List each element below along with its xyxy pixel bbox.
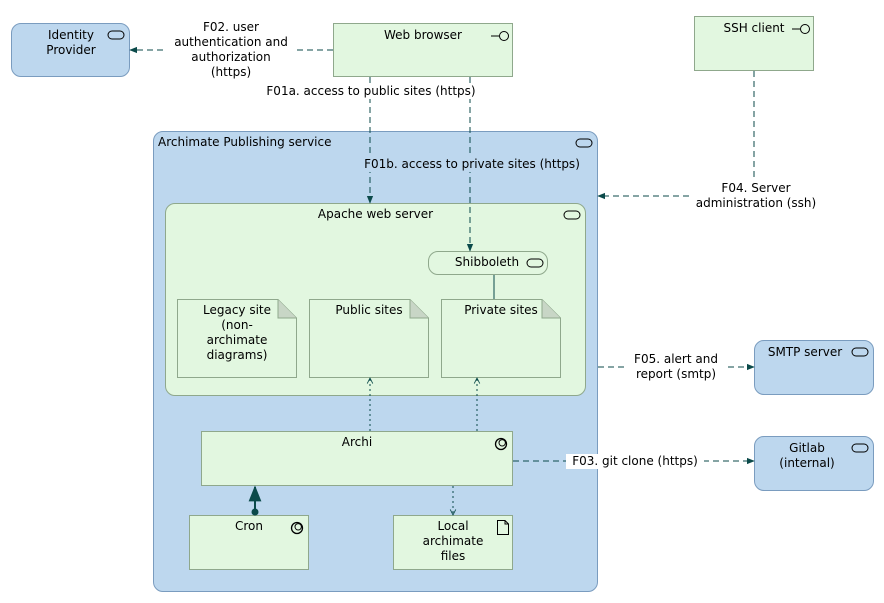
flow-f05-label: F05. alert and report (smtp) xyxy=(626,352,726,382)
flow-f02-label: F02. user authentication and authorizati… xyxy=(166,20,296,80)
gitlab-node[interactable]: Gitlab (internal) xyxy=(754,436,874,491)
cron-label: Cron xyxy=(235,519,263,533)
gitlab-label: Gitlab (internal) xyxy=(779,441,835,470)
flow-f03-label: F03. git clone (https) xyxy=(566,454,704,469)
gear-icon xyxy=(290,521,304,535)
flow-f01a-label: F01a. access to public sites (https) xyxy=(262,84,480,99)
legacy-site-node[interactable]: Legacy site (non- archimate diagrams) xyxy=(177,299,297,378)
flow-f01b-label: F01b. access to private sites (https) xyxy=(359,157,585,172)
publishing-service-label: Archimate Publishing service xyxy=(158,135,332,149)
identity-provider-node[interactable]: Identity Provider xyxy=(11,23,130,77)
local-files-node[interactable]: Local archimate files xyxy=(393,515,513,570)
public-sites-node[interactable]: Public sites xyxy=(309,299,429,378)
local-files-label: Local archimate files xyxy=(422,519,484,563)
apache-web-server-label: Apache web server xyxy=(317,207,434,221)
service-icon xyxy=(107,30,125,40)
web-browser-label: Web browser xyxy=(384,28,462,42)
ssh-client-node[interactable]: SSH client xyxy=(694,16,814,71)
archi-node[interactable]: Archi xyxy=(201,431,513,486)
shibboleth-label: Shibboleth xyxy=(454,255,520,269)
smtp-server-node[interactable]: SMTP server xyxy=(754,340,874,395)
shibboleth-node[interactable]: Shibboleth xyxy=(428,251,548,275)
cron-trigger-dot xyxy=(251,508,259,516)
service-icon xyxy=(851,443,869,453)
flow-f04-label: F04. Server administration (ssh) xyxy=(690,181,822,211)
private-sites-label: Private sites xyxy=(464,303,538,317)
smtp-server-label: SMTP server xyxy=(767,345,843,359)
cron-node[interactable]: Cron xyxy=(189,515,309,570)
private-sites-shape xyxy=(441,299,561,378)
ssh-client-label: SSH client xyxy=(723,21,785,35)
document-icon xyxy=(497,520,509,535)
private-sites-node[interactable]: Private sites xyxy=(441,299,561,378)
interface-icon xyxy=(792,24,810,34)
service-icon xyxy=(575,138,593,148)
archi-label: Archi xyxy=(341,435,373,449)
service-icon xyxy=(526,258,544,268)
interface-icon xyxy=(491,31,509,41)
flow-f04-line xyxy=(597,71,755,200)
service-icon xyxy=(851,347,869,357)
service-icon xyxy=(563,210,581,220)
web-browser-node[interactable]: Web browser xyxy=(333,23,513,77)
legacy-site-label: Legacy site (non- archimate diagrams) xyxy=(202,303,271,362)
public-sites-shape xyxy=(309,299,429,378)
legacy-site-shape xyxy=(177,299,297,378)
gear-icon xyxy=(494,437,508,451)
identity-provider-label: Identity Provider xyxy=(46,28,96,57)
public-sites-label: Public sites xyxy=(335,303,403,317)
